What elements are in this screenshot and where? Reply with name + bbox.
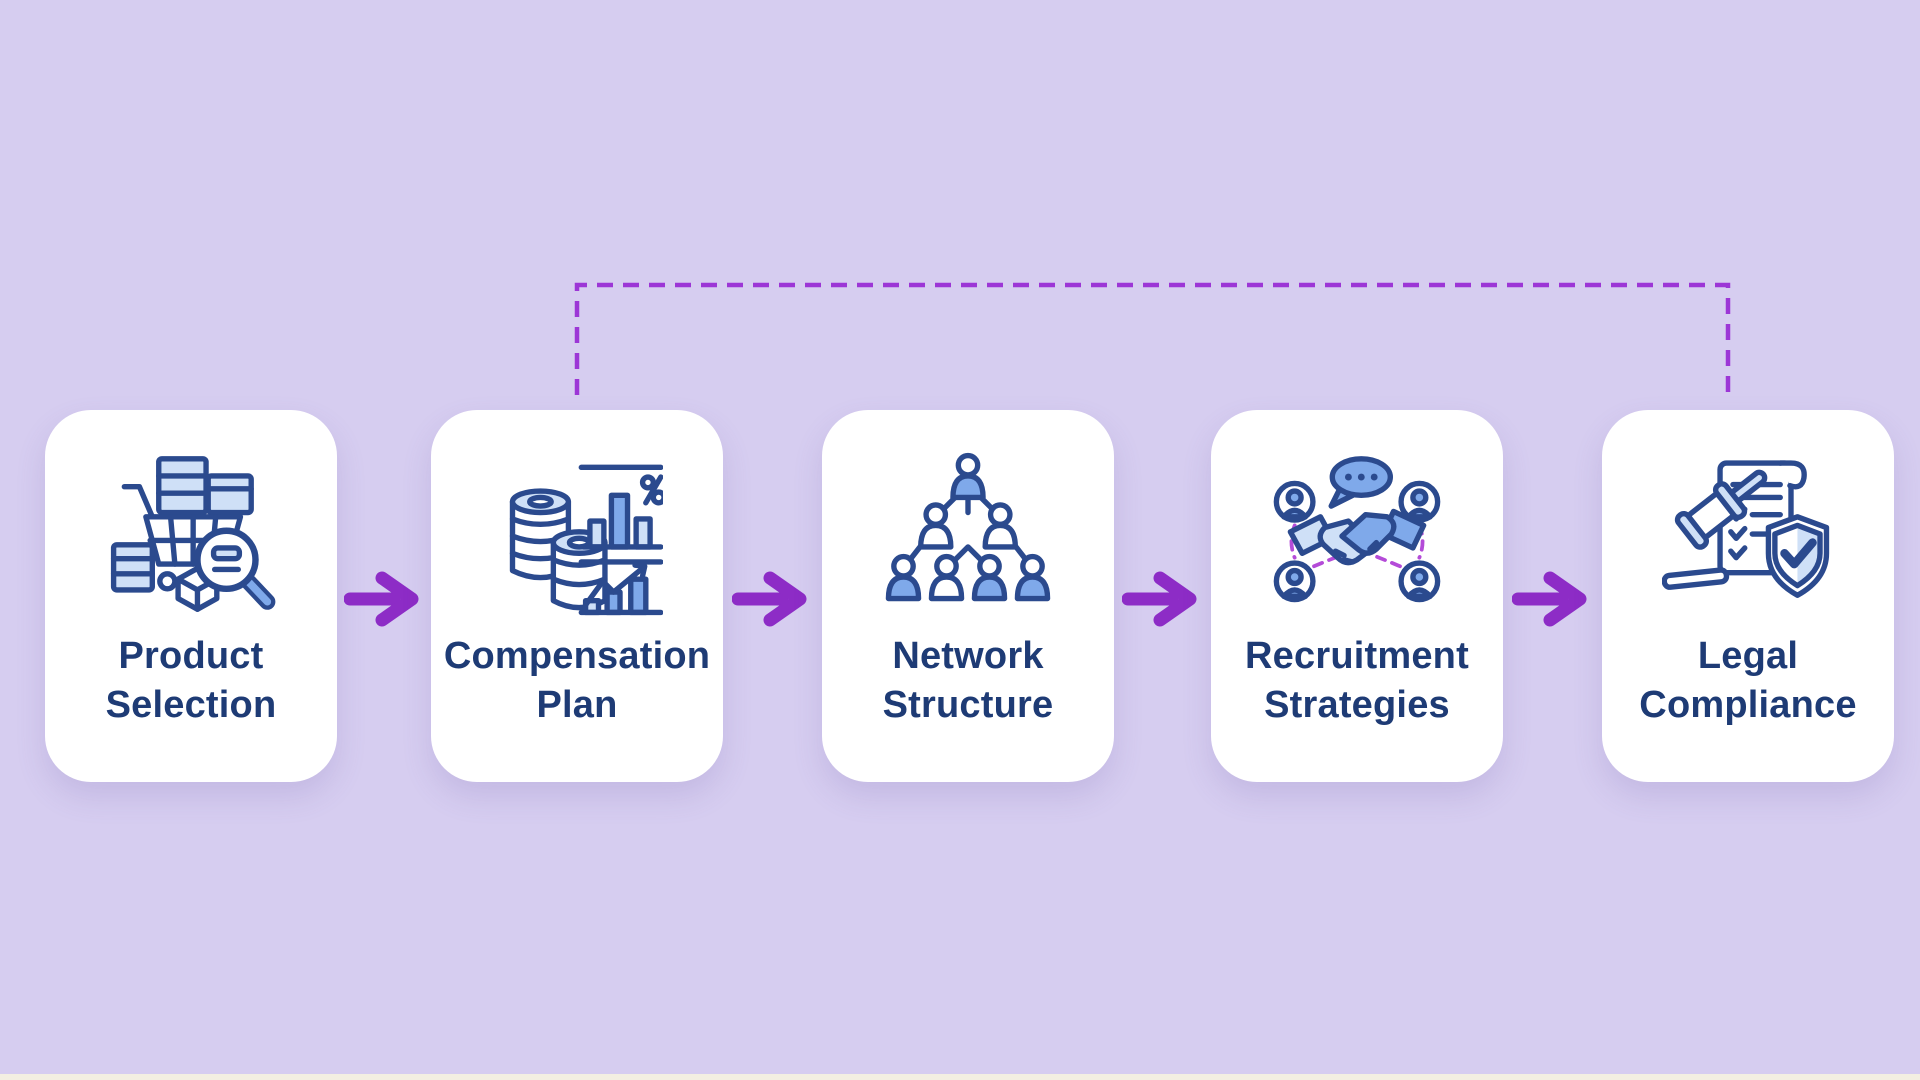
gavel-document-shield-icon [1658,444,1838,624]
avatar-circle [1273,560,1316,603]
step-title-line: Compensation [443,635,711,677]
step-title-network-structure: Network Structure [883,632,1054,729]
step-card-recruitment-strategies: Recruitment Strategies [1211,410,1503,782]
step-title-line: Plan [536,683,618,726]
shopping-cart-magnifier-icon [101,444,281,624]
step-title-line: Strategies [1264,683,1450,726]
avatar-circle [1398,560,1441,603]
step-title-line: Recruitment [1245,635,1469,677]
gavel [1674,469,1768,550]
people-pyramid-hierarchy-icon [878,444,1058,624]
step-title-line: Network [892,635,1044,677]
forward-arrow-icon [344,570,424,628]
avatar-circle [1398,480,1441,523]
bottom-edge-strip [0,1074,1920,1080]
forward-arrow-icon [1512,570,1592,628]
step-card-network-structure: Network Structure [822,410,1114,782]
step-card-compensation-plan: Compensation Plan [431,410,723,782]
step-card-legal-compliance: Legal Compliance [1602,410,1894,782]
step-title-compensation-plan: Compensation Plan [444,632,710,729]
step-title-line: Product [118,635,264,677]
handshake-people-chat-icon [1267,444,1447,624]
step-title-line: Legal [1697,635,1799,677]
forward-arrow-icon [1122,570,1202,628]
step-card-product-selection: Product Selection [45,410,337,782]
step-title-legal-compliance: Legal Compliance [1639,632,1856,729]
step-title-line: Selection [105,683,277,726]
step-title-line: Compliance [1639,683,1857,726]
forward-arrow-icon [732,570,812,628]
step-title-product-selection: Product Selection [106,632,277,729]
avatar-circle [1273,480,1316,523]
coins-bar-chart-percent-icon [487,444,667,624]
step-title-line: Structure [882,683,1054,726]
step-title-recruitment-strategies: Recruitment Strategies [1245,632,1469,729]
